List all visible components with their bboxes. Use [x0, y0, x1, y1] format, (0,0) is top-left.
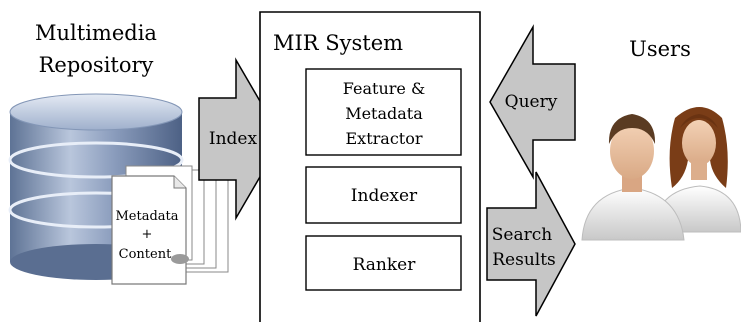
index-arrow: Index: [198, 57, 283, 221]
query-arrow-label: Query: [505, 92, 558, 112]
ranker-label: Ranker: [353, 255, 417, 275]
query-arrow: Query: [489, 24, 576, 180]
repository-title-line2: Repository: [39, 53, 154, 77]
documents-label-line3: Content: [119, 247, 172, 262]
ranker-box: Ranker: [305, 235, 462, 291]
index-arrow-label: Index: [209, 129, 258, 149]
indexer-box: Indexer: [305, 166, 462, 224]
extractor-box: Feature & Metadata Extractor: [305, 68, 462, 156]
mir-system-box: MIR System Feature & Metadata Extractor …: [259, 11, 481, 322]
extractor-label-line3: Extractor: [346, 129, 423, 148]
mir-system-title: MIR System: [273, 31, 403, 55]
search-results-label-line2: Results: [492, 250, 556, 270]
extractor-label-line2: Metadata: [345, 104, 423, 123]
repository-title-line1: Multimedia: [35, 21, 157, 45]
users-title: Users: [629, 37, 691, 61]
documents-stack-icon: Metadata + Content: [111, 165, 229, 285]
documents-label-line1: Metadata: [115, 209, 178, 224]
indexer-label: Indexer: [351, 186, 418, 206]
repository-title: Multimedia Repository: [35, 21, 157, 77]
search-results-arrow: Search Results: [486, 171, 576, 317]
documents-label-line2: +: [142, 227, 153, 242]
users-icon: [581, 107, 741, 241]
extractor-label-line1: Feature &: [343, 79, 425, 98]
search-results-label-line1: Search: [492, 225, 552, 245]
